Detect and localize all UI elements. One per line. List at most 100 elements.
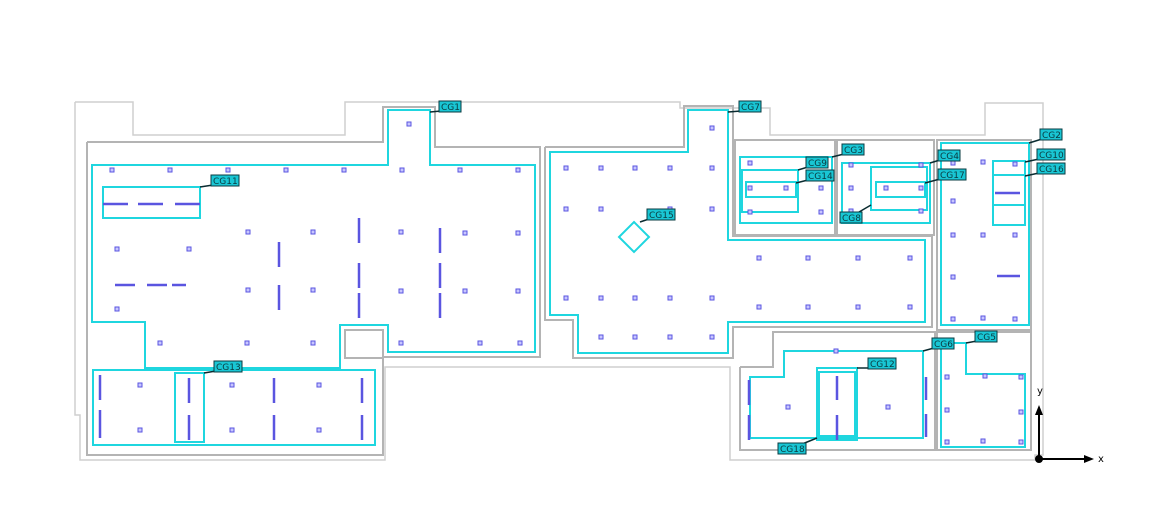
element-marker bbox=[805, 255, 811, 261]
element-marker bbox=[283, 167, 289, 173]
group-label-cg10[interactable]: CG10 bbox=[1024, 148, 1066, 163]
group-label-cg8[interactable]: CG8 bbox=[839, 204, 872, 224]
element-marker bbox=[709, 206, 715, 212]
element-marker bbox=[907, 304, 913, 310]
label-text: CG7 bbox=[741, 103, 760, 113]
group-label-cg16[interactable]: CG16 bbox=[1024, 162, 1066, 177]
label-text: CG14 bbox=[808, 172, 833, 182]
group-label-cg14[interactable]: CG14 bbox=[795, 169, 835, 184]
label-box bbox=[931, 337, 955, 350]
element-marker bbox=[667, 295, 673, 301]
label-box bbox=[867, 357, 897, 370]
element-marker bbox=[747, 160, 753, 166]
group-label-cg6[interactable]: CG6 bbox=[922, 337, 955, 352]
group-label-cg4[interactable]: CG4 bbox=[929, 149, 961, 164]
label-box bbox=[738, 100, 762, 113]
element-marker bbox=[310, 340, 316, 346]
group-cg9[interactable] bbox=[741, 169, 799, 213]
group-cg15[interactable] bbox=[617, 220, 651, 254]
building-outline bbox=[74, 101, 1044, 461]
element-marker bbox=[1018, 409, 1024, 415]
group-cg3[interactable] bbox=[739, 156, 833, 224]
element-marker bbox=[709, 334, 715, 340]
label-text: CG9 bbox=[808, 159, 827, 169]
x-arrow-head-icon bbox=[1084, 455, 1094, 463]
element-marker bbox=[907, 255, 913, 261]
element-marker bbox=[245, 229, 251, 235]
y-arrow-head-icon bbox=[1035, 405, 1043, 415]
element-marker bbox=[783, 185, 789, 191]
group-cg16-lower[interactable] bbox=[992, 204, 1026, 226]
label-text: CG11 bbox=[213, 177, 238, 187]
element-marker bbox=[709, 125, 715, 131]
element-marker bbox=[310, 287, 316, 293]
group-label-cg9[interactable]: CG9 bbox=[797, 156, 829, 171]
label-text: CG5 bbox=[977, 333, 996, 343]
element-marker bbox=[632, 295, 638, 301]
group-cg8[interactable] bbox=[870, 166, 928, 211]
element-marker bbox=[632, 165, 638, 171]
x-axis-label: x bbox=[1098, 454, 1104, 465]
group-label-cg3[interactable]: CG3 bbox=[831, 143, 865, 158]
element-marker bbox=[982, 373, 988, 379]
group-label-cg15[interactable]: CG15 bbox=[639, 208, 676, 223]
group-label-cg18[interactable]: CG18 bbox=[777, 437, 818, 455]
label-box bbox=[974, 330, 998, 343]
element-marker bbox=[883, 185, 889, 191]
element-marker bbox=[632, 334, 638, 340]
element-marker bbox=[1018, 439, 1024, 445]
label-box bbox=[1036, 148, 1066, 161]
element-marker bbox=[598, 206, 604, 212]
group-cg17[interactable] bbox=[875, 181, 926, 198]
group-cg4[interactable] bbox=[841, 162, 931, 224]
label-box bbox=[841, 143, 865, 156]
group-label-cg11[interactable]: CG11 bbox=[199, 174, 240, 188]
group-cg10[interactable] bbox=[992, 160, 1026, 176]
group-label-cg7[interactable]: CG7 bbox=[727, 100, 762, 113]
label-box bbox=[646, 208, 676, 221]
label-box bbox=[937, 149, 961, 162]
element-marker bbox=[980, 438, 986, 444]
element-marker bbox=[980, 232, 986, 238]
group-label-cg13[interactable]: CG13 bbox=[203, 360, 243, 374]
group-cg2[interactable] bbox=[940, 142, 1030, 326]
element-marker bbox=[114, 246, 120, 252]
label-text: CG16 bbox=[1039, 165, 1064, 175]
label-box bbox=[213, 360, 243, 373]
group-cg16[interactable] bbox=[992, 174, 1026, 206]
group-cg7[interactable] bbox=[549, 109, 926, 354]
element-marker bbox=[833, 348, 839, 354]
element-marker bbox=[229, 382, 235, 388]
element-marker bbox=[785, 404, 791, 410]
element-marker bbox=[950, 232, 956, 238]
label-text: CG2 bbox=[1042, 131, 1061, 141]
label-text: CG10 bbox=[1039, 151, 1064, 161]
element-marker bbox=[406, 121, 412, 127]
element-marker bbox=[316, 382, 322, 388]
group-cg13[interactable] bbox=[174, 372, 205, 443]
group-cg14[interactable] bbox=[745, 181, 797, 198]
element-marker bbox=[245, 287, 251, 293]
element-marker bbox=[747, 209, 753, 215]
group-label-cg2[interactable]: CG2 bbox=[1028, 128, 1063, 144]
group-cg1[interactable] bbox=[91, 109, 536, 369]
group-label-cg12[interactable]: CG12 bbox=[857, 357, 897, 370]
element-marker bbox=[818, 185, 824, 191]
label-box bbox=[937, 168, 967, 181]
group-label-cg1[interactable]: CG1 bbox=[429, 100, 462, 113]
element-marker bbox=[855, 255, 861, 261]
label-text: CG8 bbox=[842, 214, 861, 224]
element-marker bbox=[225, 167, 231, 173]
element-marker bbox=[944, 407, 950, 413]
group-cg-bottom-left[interactable] bbox=[92, 369, 376, 446]
element-marker bbox=[563, 165, 569, 171]
element-marker bbox=[1012, 161, 1018, 167]
group-label-cg5[interactable]: CG5 bbox=[965, 330, 998, 344]
group-cg5[interactable] bbox=[940, 342, 1026, 448]
element-marker bbox=[477, 340, 483, 346]
element-marker bbox=[950, 198, 956, 204]
element-marker bbox=[709, 295, 715, 301]
room-ne-3 bbox=[936, 139, 1032, 331]
group-cg11[interactable] bbox=[102, 186, 201, 219]
group-label-cg17[interactable]: CG17 bbox=[924, 168, 967, 184]
